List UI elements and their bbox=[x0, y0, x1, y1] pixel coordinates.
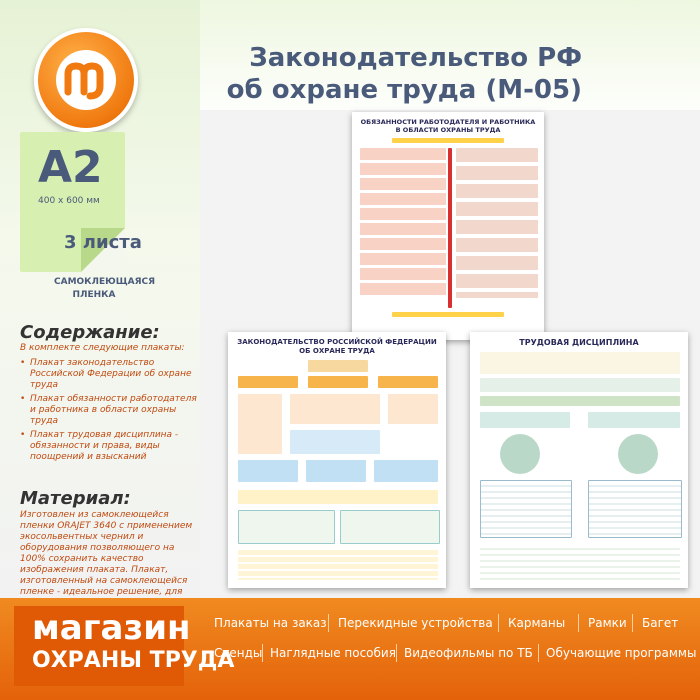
footer-link-visual-aids[interactable]: Наглядные пособия bbox=[270, 646, 396, 660]
poster-duties-axis bbox=[448, 148, 452, 308]
footer-separator bbox=[632, 614, 633, 632]
material-badge-line-2: ПЛЕНКА bbox=[72, 290, 116, 300]
format-label: А2 bbox=[38, 142, 103, 193]
format-sheet-icon bbox=[20, 132, 125, 272]
page-title: Законодательство РФ об охране труда (М-0… bbox=[227, 42, 582, 106]
footer-link-pockets[interactable]: Карманы bbox=[508, 616, 566, 630]
list-item: Плакат законодательство Российской Федер… bbox=[20, 358, 198, 391]
footer-link-safety-videos[interactable]: Видеофильмы по ТБ bbox=[404, 646, 533, 660]
shop-subtitle[interactable]: ОХРАНЫ ТРУДА bbox=[32, 648, 235, 673]
footer-link-training-programs[interactable]: Обучающие программы bbox=[546, 646, 697, 660]
diagram-box bbox=[480, 396, 680, 406]
footer-separator bbox=[328, 614, 329, 632]
diagram-box bbox=[290, 430, 380, 454]
poster-legislation-title-1: ЗАКОНОДАТЕЛЬСТВО РОССИЙСКОЙ ФЕДЕРАЦИИ bbox=[237, 338, 437, 346]
footer-link-frames[interactable]: Рамки bbox=[588, 616, 627, 630]
diagram-table bbox=[238, 550, 438, 580]
poster-duties-title-1: ОБЯЗАННОСТИ РАБОТОДАТЕЛЯ И РАБОТНИКА bbox=[360, 118, 536, 126]
poster-duties-left-col bbox=[360, 148, 446, 298]
material-badge: САМОКЛЕЮЩАЯСЯ ПЛЕНКА bbox=[54, 276, 156, 302]
footer-link-baguette[interactable]: Багет bbox=[642, 616, 679, 630]
contents-intro: В комплекте следующие плакаты: bbox=[20, 343, 185, 353]
footer-separator bbox=[578, 614, 579, 632]
diagram-box bbox=[374, 460, 438, 482]
brand-logo bbox=[34, 28, 138, 132]
format-size: 400 х 600 мм bbox=[38, 196, 100, 206]
diagram-box bbox=[290, 394, 380, 424]
diagram-box bbox=[238, 510, 335, 544]
diagram-box bbox=[238, 376, 298, 388]
diagram-box bbox=[388, 394, 438, 424]
diagram-box bbox=[308, 376, 368, 388]
diagram-box bbox=[378, 376, 438, 388]
contents-heading: Содержание: bbox=[20, 322, 160, 343]
footer-link-stands[interactable]: Стенды bbox=[214, 646, 263, 660]
diagram-box bbox=[238, 460, 298, 482]
title-line-1: Законодательство РФ bbox=[249, 43, 582, 73]
material-badge-line-1: САМОКЛЕЮЩАЯСЯ bbox=[54, 277, 156, 287]
poster-duties: ОБЯЗАННОСТИ РАБОТОДАТЕЛЯ И РАБОТНИКА В О… bbox=[352, 112, 544, 340]
poster-duties-bar bbox=[392, 138, 504, 143]
diagram-box bbox=[238, 394, 282, 454]
diagram-box bbox=[588, 480, 682, 538]
poster-duties-bar-2 bbox=[392, 312, 504, 317]
footer-separator bbox=[498, 614, 499, 632]
diagram-box bbox=[480, 544, 680, 580]
list-item: Плакат обязанности работодателя и работн… bbox=[20, 394, 198, 427]
diagram-circle bbox=[618, 434, 658, 474]
diagram-box bbox=[480, 412, 570, 428]
poster-duties-right-col bbox=[456, 148, 538, 298]
diagram-box bbox=[480, 480, 572, 538]
footer-separator bbox=[396, 644, 397, 662]
poster-duties-title-2: В ОБЛАСТИ ОХРАНЫ ТРУДА bbox=[395, 126, 501, 134]
footer-link-flip-devices[interactable]: Перекидные устройства bbox=[338, 616, 493, 630]
diagram-box bbox=[238, 490, 438, 504]
title-line-2: об охране труда (М-05) bbox=[226, 75, 582, 105]
diagram-box bbox=[340, 510, 440, 544]
diagram-box bbox=[588, 412, 680, 428]
material-heading: Материал: bbox=[20, 488, 131, 509]
poster-legislation-title-2: ОБ ОХРАНЕ ТРУДА bbox=[299, 347, 375, 355]
diagram-box bbox=[306, 460, 366, 482]
diagram-circle bbox=[500, 434, 540, 474]
footer-separator bbox=[262, 644, 263, 662]
footer-link-custom-posters[interactable]: Плакаты на заказ bbox=[214, 616, 327, 630]
poster-discipline-title: ТРУДОВАЯ ДИСЦИПЛИНА bbox=[519, 338, 639, 347]
diagram-box bbox=[480, 378, 680, 392]
diagram-box bbox=[308, 360, 368, 372]
shop-name[interactable]: магазин bbox=[32, 608, 191, 648]
logo-mark-icon bbox=[56, 50, 116, 110]
diagram-box bbox=[480, 352, 680, 374]
poster-discipline: ТРУДОВАЯ ДИСЦИПЛИНА bbox=[470, 332, 688, 588]
list-item: Плакат трудовая дисциплина - обязанности… bbox=[20, 430, 198, 463]
footer-separator bbox=[538, 644, 539, 662]
shop-logo-block[interactable] bbox=[14, 606, 184, 686]
sheet-count: 3 листа bbox=[64, 232, 142, 253]
contents-list: Плакат законодательство Российской Федер… bbox=[20, 358, 198, 466]
poster-legislation: ЗАКОНОДАТЕЛЬСТВО РОССИЙСКОЙ ФЕДЕРАЦИИ ОБ… bbox=[228, 332, 446, 588]
